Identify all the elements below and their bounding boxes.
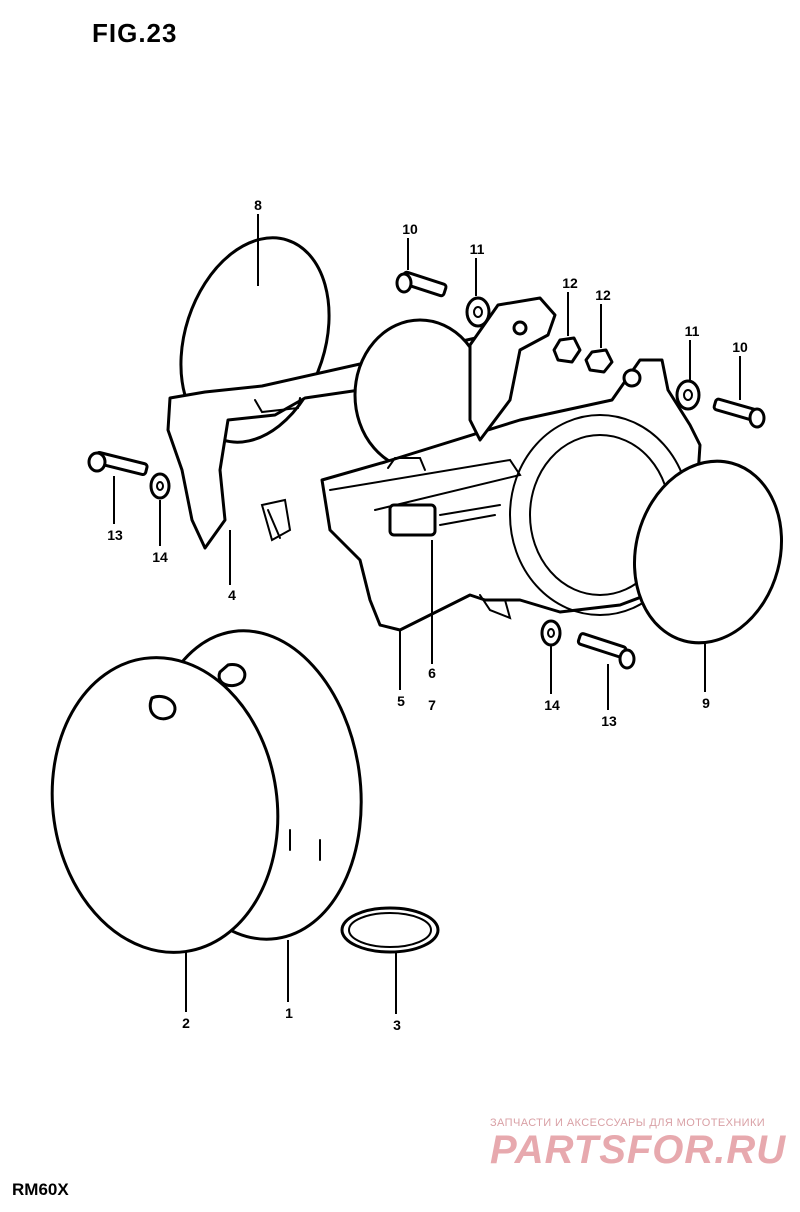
part-2-cover <box>50 656 280 954</box>
callout-10-upper: 10 <box>402 221 418 237</box>
callout-7: 7 <box>428 697 436 713</box>
nut-12-left <box>552 336 582 364</box>
callout-5: 5 <box>397 693 405 709</box>
part-5-main-housing <box>267 296 702 632</box>
callout-10-right: 10 <box>732 339 748 355</box>
bolt-13-right <box>576 632 636 670</box>
washer-11-upper <box>465 296 491 328</box>
watermark-tagline: ЗАПЧАСТИ И АКСЕССУАРЫ ДЛЯ МОТОТЕХНИКИ <box>490 1117 766 1129</box>
callout-11-right: 11 <box>685 323 700 339</box>
callout-12-right: 12 <box>595 287 611 303</box>
callout-13-left: 13 <box>107 527 123 543</box>
callout-8: 8 <box>254 197 262 213</box>
callout-11-upper: 11 <box>470 241 485 257</box>
washer-14-right <box>540 619 562 647</box>
callout-12-left: 12 <box>562 275 578 291</box>
figure-title: FIG.23 <box>92 18 178 48</box>
callout-2: 2 <box>182 1015 190 1031</box>
callout-4: 4 <box>228 587 236 603</box>
callout-14-right: 14 <box>544 697 560 713</box>
callout-3: 3 <box>393 1017 401 1033</box>
callout-6: 6 <box>428 665 436 681</box>
bolt-13-left <box>87 451 149 477</box>
callout-13-right: 13 <box>601 713 617 729</box>
part-9-front-cover <box>632 459 784 645</box>
nut-12-right <box>584 348 614 374</box>
callout-14-left: 14 <box>152 549 168 565</box>
callout-9: 9 <box>702 695 710 711</box>
bolt-10-right <box>712 397 766 429</box>
leader-lines <box>113 214 741 1014</box>
model-code: RM60X <box>12 1180 69 1199</box>
callout-1: 1 <box>285 1005 293 1021</box>
watermark-logo: PARTSFOR.RU <box>490 1128 787 1172</box>
part-3-o-ring <box>340 906 440 954</box>
washer-14-left <box>149 472 171 500</box>
washer-11-right <box>675 379 701 411</box>
bolt-10-upper <box>395 270 448 298</box>
callout-labels: 8 10 11 12 12 11 10 13 14 4 5 6 7 14 13 … <box>107 197 748 1033</box>
